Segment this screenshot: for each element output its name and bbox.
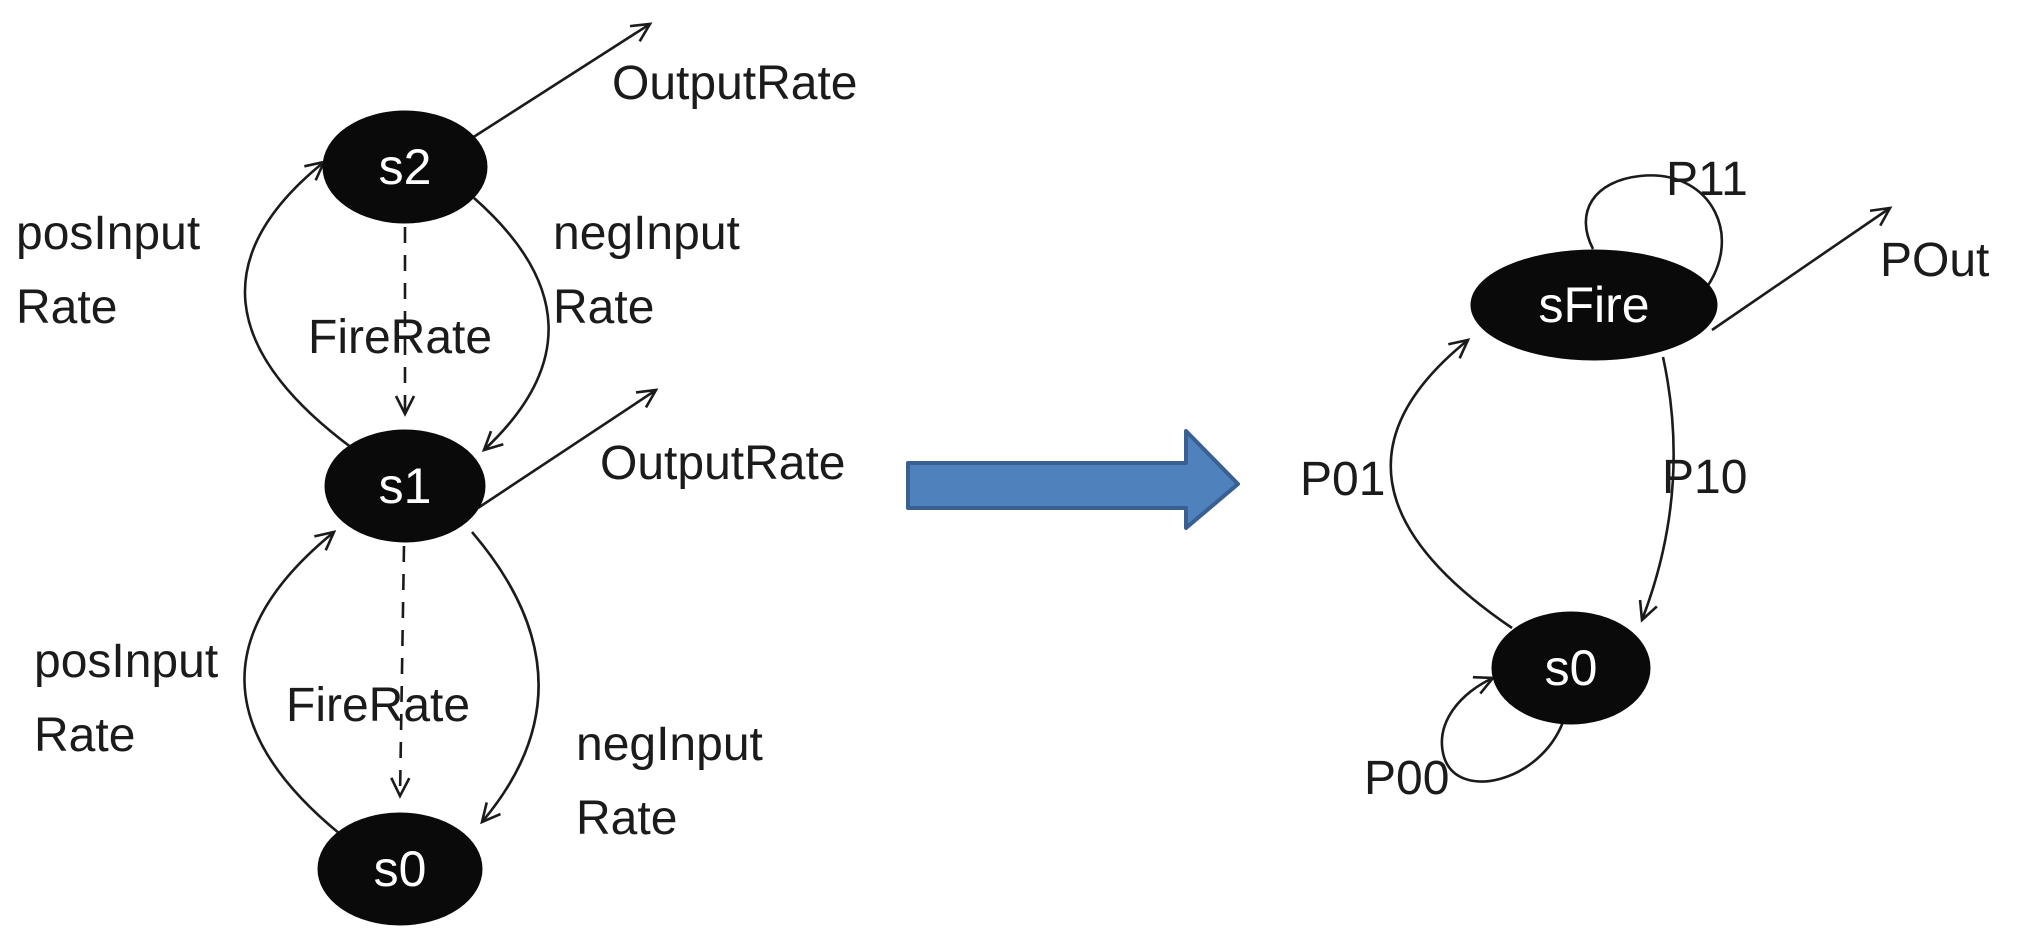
- edge-label-fire-rate-upper: FireRate: [308, 311, 493, 364]
- state-node-s0-left: [317, 812, 483, 926]
- state-label-s0-right: s0: [1544, 640, 1598, 696]
- state-label-s0-left: s0: [373, 841, 427, 897]
- edge-p01: [1389, 338, 1513, 630]
- edge-label-neg-input-rate-upper: negInput Rate: [553, 197, 740, 345]
- edge-p10: [1638, 356, 1675, 623]
- edge-fire-rate-lower: [390, 545, 411, 799]
- edge-p11-self-loop: [1584, 174, 1724, 297]
- state-label-sfire: sFire: [1538, 277, 1650, 333]
- edge-label-pos-input-rate-upper: posInput Rate: [16, 197, 200, 345]
- edge-label-line: negInput: [553, 207, 740, 260]
- edge-label-line: posInput: [34, 635, 219, 688]
- state-node-sfire: [1470, 249, 1718, 361]
- edge-label-pos-input-rate-lower: posInput Rate: [34, 625, 218, 773]
- edge-label-line: Rate: [553, 281, 655, 334]
- state-label-s2: s2: [378, 139, 432, 195]
- edge-label-neg-input-rate-lower: negInput Rate: [576, 708, 763, 856]
- edge-label-line: negInput: [576, 718, 763, 771]
- edge-label-line: Rate: [34, 709, 136, 762]
- edge-label-p01: P01: [1300, 453, 1386, 506]
- edge-label-output-rate-top: OutputRate: [612, 57, 858, 110]
- state-node-s1: [324, 429, 486, 543]
- edge-label-p00: P00: [1364, 752, 1450, 805]
- edge-label-p11: P11: [1666, 153, 1748, 206]
- edge-label-line: Rate: [576, 792, 678, 845]
- edge-neg-input-rate-lower: [471, 531, 540, 825]
- edge-label-fire-rate-lower: FireRate: [286, 679, 471, 732]
- state-label-s1: s1: [378, 458, 432, 514]
- edge-output-rate-mid: [477, 388, 659, 510]
- edge-label-p10: P10: [1662, 451, 1748, 504]
- edge-label-line: posInput: [16, 207, 201, 260]
- edge-pos-input-rate-upper: [243, 160, 353, 450]
- state-node-s0-right: [1491, 611, 1651, 725]
- state-node-s2: [322, 110, 488, 224]
- edge-pout: [1711, 206, 1893, 332]
- edge-label-pout: POut: [1880, 234, 1990, 287]
- edge-label-line: Rate: [16, 281, 118, 334]
- edge-label-output-rate-mid: OutputRate: [600, 437, 846, 490]
- edge-neg-input-rate-upper: [473, 197, 550, 452]
- edge-pos-input-rate-lower: [243, 530, 341, 836]
- edge-p00-self-loop: [1440, 675, 1565, 783]
- transform-arrow-icon: [906, 429, 1240, 530]
- edge-output-rate-upper: [471, 22, 653, 140]
